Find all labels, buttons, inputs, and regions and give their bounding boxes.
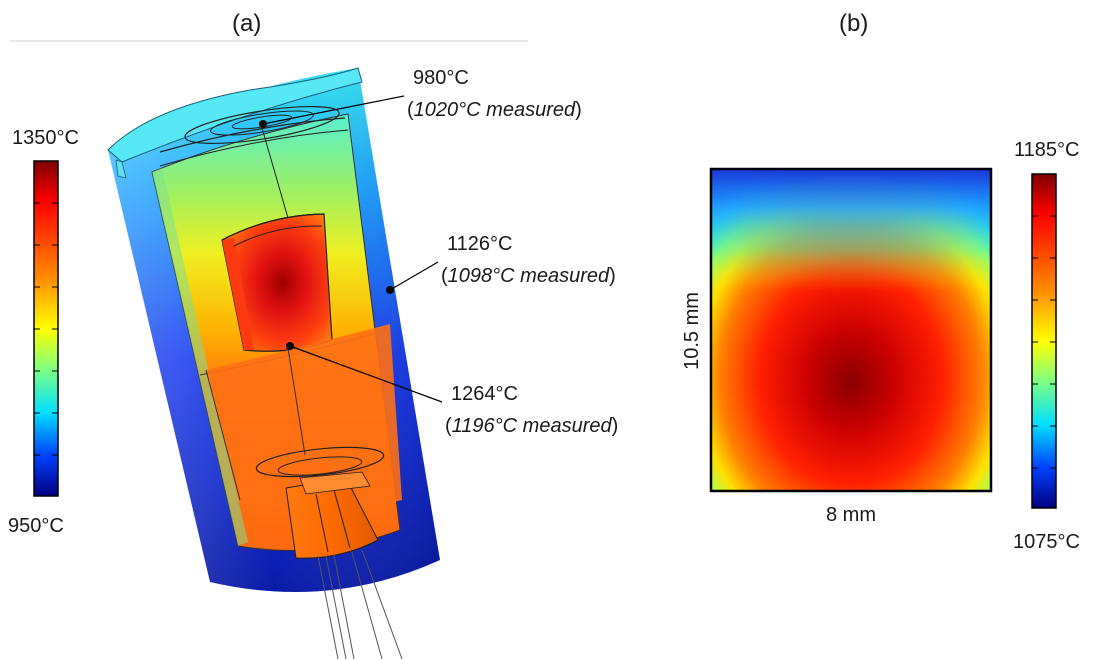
- colorbar-b: [1031, 173, 1057, 509]
- sample-height-label: 10.5 mm: [680, 292, 703, 370]
- panel-b-label: (b): [839, 10, 869, 37]
- annotation-top-value: 980°C: [413, 67, 469, 89]
- panel-a-label: (a): [232, 10, 262, 37]
- marker-bottom: [286, 342, 294, 350]
- sample-width-label: 8 mm: [826, 504, 876, 526]
- furnace-model: [107, 67, 440, 659]
- annotation-bottom-measured: (1196°C measured): [445, 415, 619, 437]
- colorbar-b-min-label: 1075°C: [1013, 531, 1080, 553]
- annotation-bottom-value: 1264°C: [451, 383, 518, 405]
- annotation-leaders: [262, 95, 443, 403]
- annotation-middle-measured: (1098°C measured): [441, 265, 616, 287]
- colorbar-a-ticks: [34, 202, 58, 456]
- annotation-top-measured: (1020°C measured): [407, 99, 582, 121]
- colorbar-b-max-label: 1185°C: [1014, 139, 1080, 161]
- annotation-middle-value: 1126°C: [447, 233, 513, 255]
- marker-top: [259, 120, 267, 128]
- colorbar-b-ticks: [1032, 215, 1056, 469]
- colorbar-a-min-label: 950°C: [8, 515, 64, 537]
- marker-middle: [386, 286, 394, 294]
- sample-heatmap: [709, 167, 993, 493]
- colorbar-a-max-label: 1350°C: [12, 127, 79, 149]
